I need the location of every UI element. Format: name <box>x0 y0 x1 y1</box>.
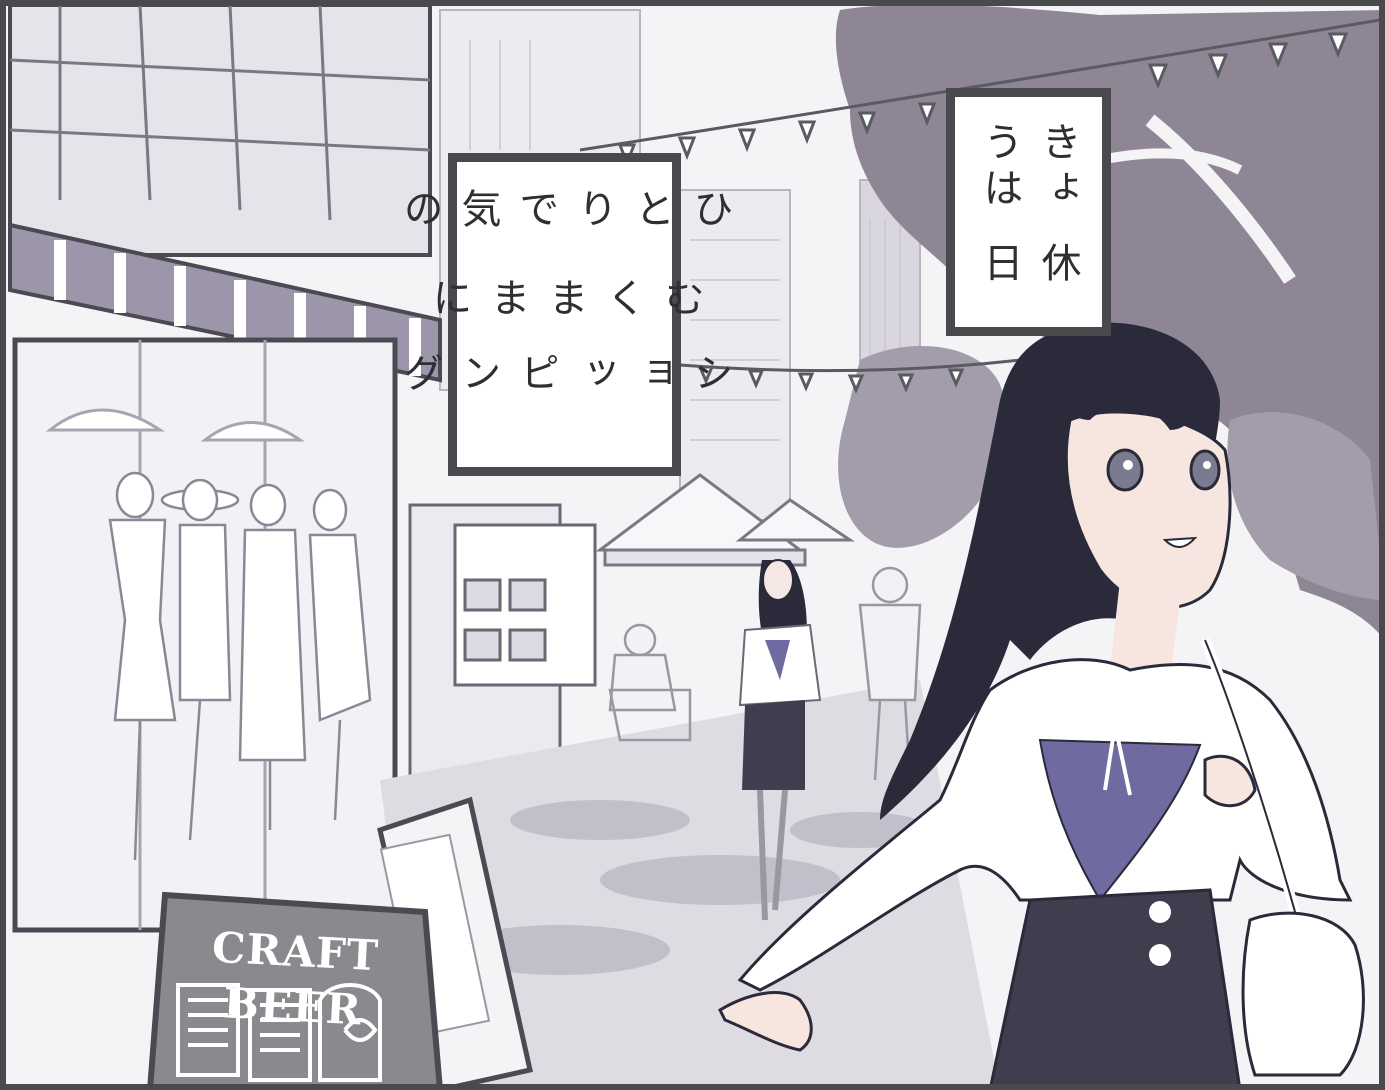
caption-shopping-line-3: ショッピング <box>396 351 733 398</box>
chalkboard-sign <box>146 891 444 1090</box>
caption-shopping-line-2: むくままに <box>425 277 704 324</box>
mannequins <box>108 471 372 861</box>
caption-shopping: ひとりで気の むくままに ショッピング <box>397 153 733 476</box>
background-people <box>608 566 922 781</box>
shop-building <box>8 3 442 933</box>
caption-shopping-line-1: ひとりで気の <box>396 188 733 234</box>
caption-holiday-line-1: きょうは <box>976 121 1081 213</box>
main-character <box>718 322 1365 1090</box>
caption-holiday-line-2: 休日 <box>976 242 1081 289</box>
walking-woman <box>738 559 822 921</box>
bunting-flags <box>579 18 1381 394</box>
caption-holiday: きょうは 休日 <box>946 88 1111 336</box>
market-tents <box>595 473 855 567</box>
